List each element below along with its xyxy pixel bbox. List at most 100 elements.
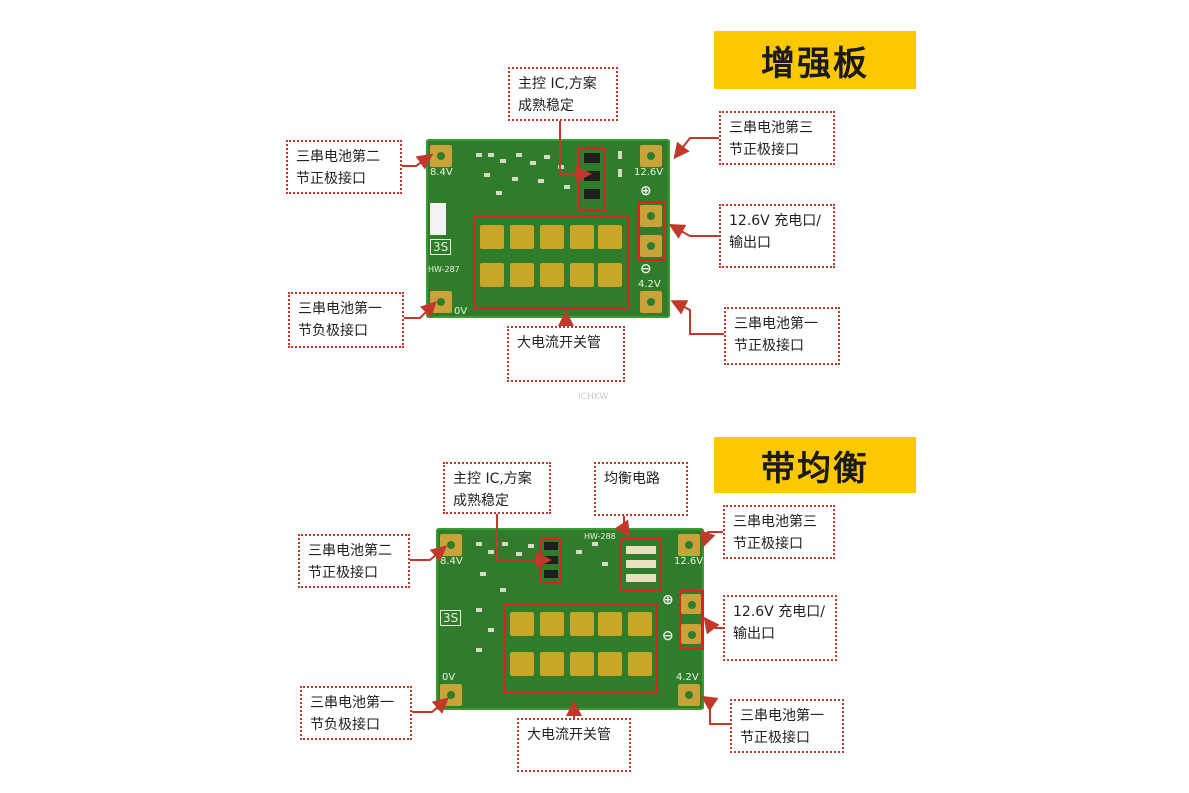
smd-component [538,179,544,183]
minus-icon: ⊖ [640,261,652,277]
label-8-4v: 8.4V [430,167,453,178]
charge-pad-negative [681,624,701,644]
smd-component [476,153,482,157]
arrow-main-ic [496,514,552,568]
mosfet [540,612,564,636]
callout-cell1-negative: 三串电池第一 节负极接口 [288,292,404,348]
white-label-area [430,203,446,235]
label-12-6v: 12.6V [674,556,704,567]
smd-component [530,161,536,165]
label-0v: 0V [454,306,468,317]
smd-component [502,542,508,546]
arrow-main-ic [559,121,592,182]
smd-component [488,153,494,157]
mosfet [628,612,652,636]
main-ic-chip-3 [544,570,558,578]
callout-cell1-positive: 三串电池第一 节正极接口 [730,699,844,753]
callout-main-ic: 主控 IC,方案 成熟稳定 [508,67,618,121]
mosfet-array-highlight [473,215,629,309]
balance-resistor [626,546,656,554]
smd-component [544,155,550,159]
main-ic-chip-1 [544,542,558,550]
mosfet [510,652,534,676]
callout-cell3-positive: 三串电池第三 节正极接口 [723,505,835,559]
arrow-charge [668,224,719,239]
mosfet [510,612,534,636]
pad-4-2v [640,291,662,313]
arrow-cell2 [410,545,448,562]
label-4-2v: 4.2V [676,672,699,683]
label-model: HW-288 [584,532,616,541]
arrow-balance [614,516,631,538]
smd-component [496,191,502,195]
label-4-2v: 4.2V [638,279,661,290]
mosfet [570,652,594,676]
pad-12-6v [640,145,662,167]
smd-component [488,628,494,632]
mosfet [598,652,622,676]
mosfet [480,263,504,287]
callout-mosfets: 大电流开关管 [517,718,631,772]
smd-component [576,550,582,554]
smd-component [484,173,490,177]
arrow-cell1-pos [670,300,724,335]
callout-cell1-negative: 三串电池第一 节负极接口 [300,686,412,740]
mosfet [510,225,534,249]
charge-pad-positive [681,594,701,614]
smd-component [500,588,506,592]
mosfet [598,263,622,287]
smd-component [602,562,608,566]
arrow-charge [703,616,723,635]
callout-main-ic: 主控 IC,方案 成熟稳定 [443,462,551,514]
pad-4-2v [678,684,700,706]
callout-cell2-positive: 三串电池第二 节正极接口 [298,534,410,588]
arrow-cell2 [402,153,434,170]
callout-charge-output: 12.6V 充电口/ 输出口 [723,595,837,661]
mosfet [628,652,652,676]
smd-component [516,153,522,157]
charge-terminal-box [637,201,665,261]
plus-icon: ⊕ [640,183,652,199]
mosfet [598,225,622,249]
pad-8-4v [430,145,452,167]
balance-resistor [626,560,656,568]
arrow-cell1-neg [412,697,450,714]
smd-component [500,159,506,163]
arrow-cell3 [700,530,723,548]
smd-component [618,151,622,159]
smd-component [476,608,482,612]
plus-icon: ⊕ [662,592,674,608]
callout-cell1-positive: 三串电池第一 节正极接口 [724,307,840,365]
callout-mosfets: 大电流开关管 [507,326,625,382]
balance-resistor [626,574,656,582]
charge-terminal-box [680,590,704,650]
smd-component [516,552,522,556]
smd-component [476,542,482,546]
mosfet [510,263,534,287]
mosfet [570,225,594,249]
watermark: ICHKW [578,392,609,402]
main-ic-chip-1 [584,153,600,163]
arrow-cell3 [673,137,719,160]
callout-charge-output: 12.6V 充电口/ 输出口 [719,204,835,268]
arrow-cell1-neg [404,301,437,319]
pad-12-6v [678,534,700,556]
pcb-board-balance: 8.4V 12.6V 0V 4.2V 3S HW-288 ⊕ ⊖ [436,528,704,710]
mosfet [570,612,594,636]
callout-cell3-positive: 三串电池第三 节正极接口 [719,111,835,165]
mosfet-array-highlight [504,604,658,694]
label-model: HW-287 [428,265,460,274]
callout-cell2-positive: 三串电池第二 节正极接口 [286,140,402,194]
label-3s: 3S [430,239,452,255]
smd-component [592,542,598,546]
mosfet [540,263,564,287]
smd-component [528,544,534,548]
balance-circuit-highlight [620,538,662,592]
label-8-4v: 8.4V [440,556,463,567]
mosfet [540,652,564,676]
smd-component [564,185,570,189]
arrow-cell1-pos [700,695,730,725]
mosfet [570,263,594,287]
smd-component [618,169,622,177]
smd-component [488,550,494,554]
